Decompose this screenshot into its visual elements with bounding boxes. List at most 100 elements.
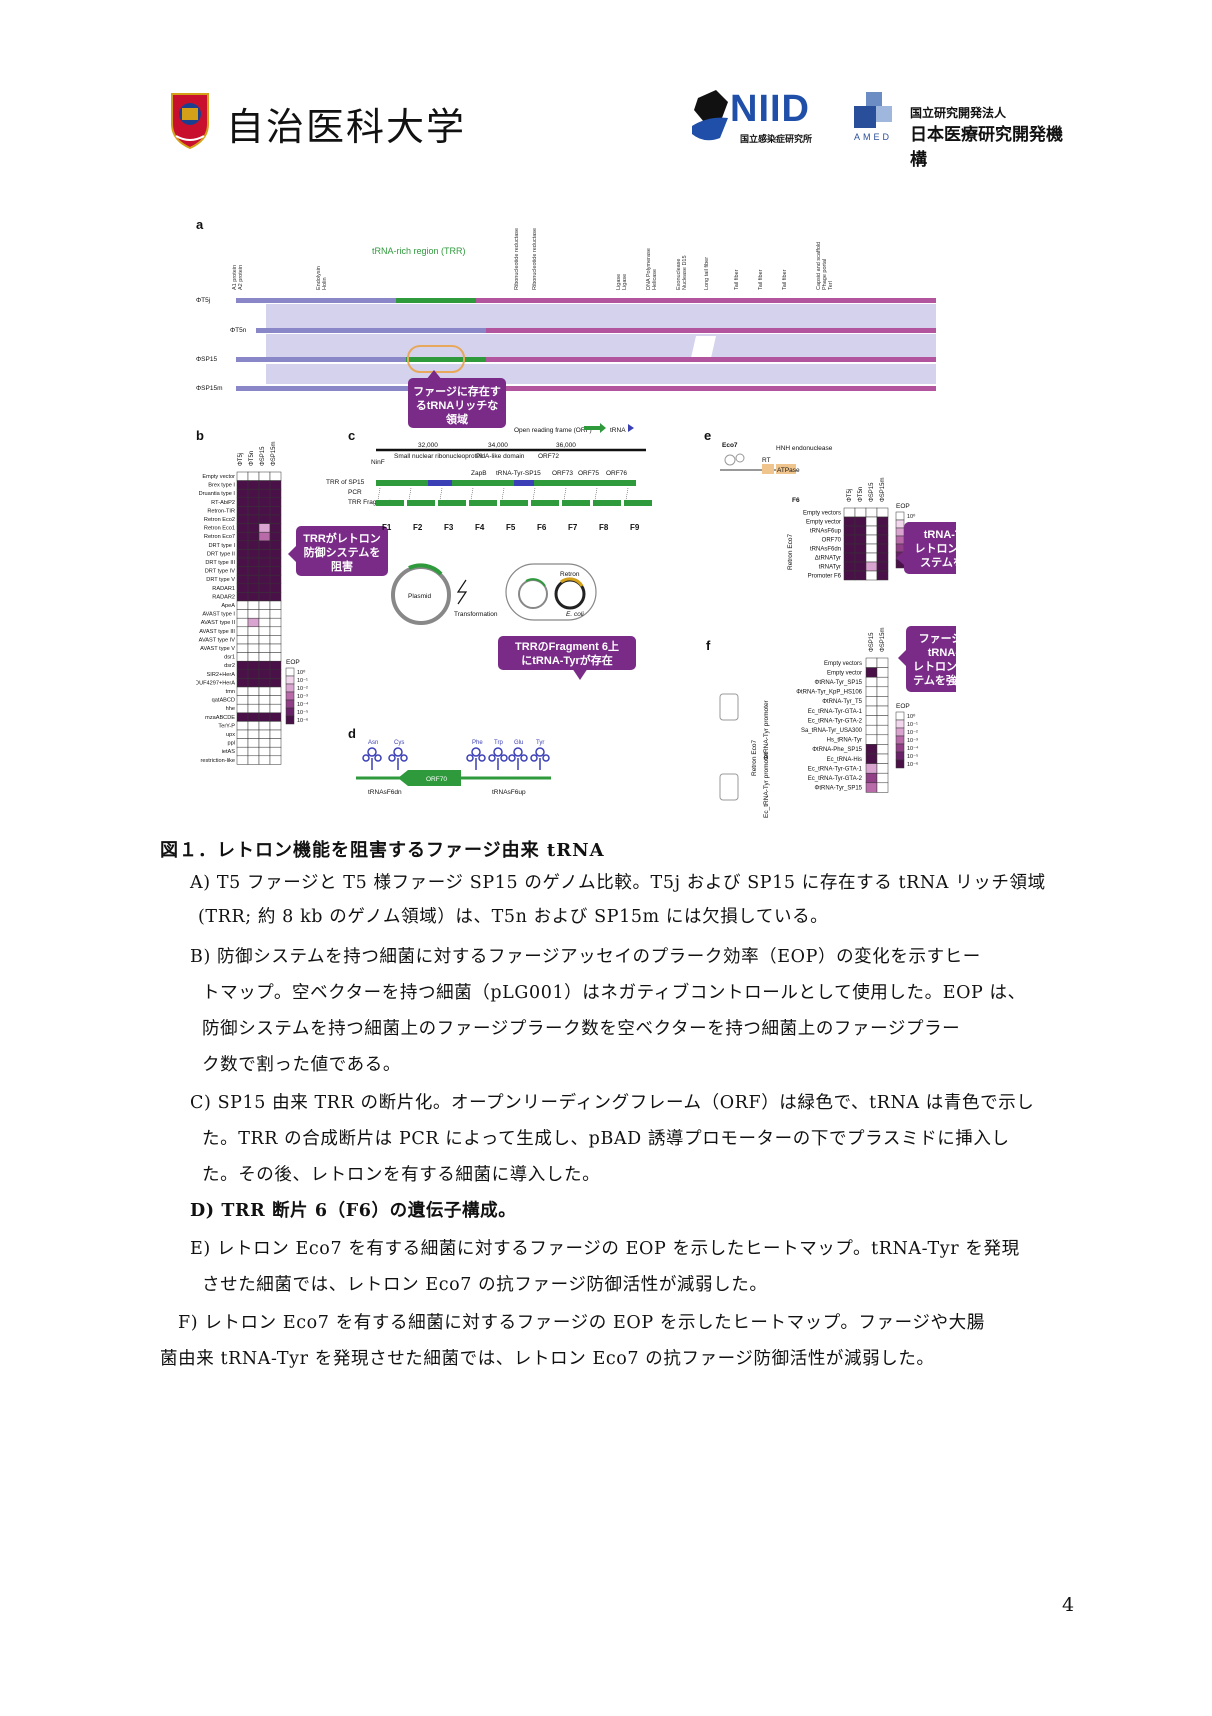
eop-tick: 10⁰: [297, 669, 306, 676]
plasmid-label: Plasmid: [408, 593, 432, 600]
heatmap-row-label: Druantia type I: [199, 491, 236, 497]
gene-label: Ribonucleotide reductase: [532, 228, 538, 290]
heatmap-row-label: Promoter F6: [808, 574, 842, 580]
col-label: ΦT5j: [847, 489, 853, 502]
heatmap-row-label: RADAR2: [212, 594, 235, 600]
promoter-construct-icon: [719, 773, 739, 801]
transformation-label: Transformation: [454, 611, 498, 618]
heatmap-cell: [236, 660, 249, 671]
heatmap-cell: [269, 626, 282, 636]
caption-e-line2: させた細菌では、レトロン Eco7 の抗ファージ防御活性が減弱した。: [202, 1275, 768, 1295]
e-title: F6: [792, 497, 800, 504]
col-label: ΦSP15: [869, 632, 875, 652]
heatmap-cell: [876, 507, 889, 518]
eop-tick: 10⁻¹: [297, 678, 308, 684]
homology-band: [266, 364, 936, 384]
heatmap-cell: [843, 507, 856, 518]
heatmap-cell: [258, 617, 271, 628]
heatmap-cell: [236, 678, 249, 688]
heatmap-cell: [843, 543, 856, 554]
heatmap-cell: [269, 660, 282, 671]
heatmap-cell: [236, 635, 249, 645]
heatmap-row-label: DRT type V: [206, 577, 235, 583]
caption-a-line2: (TRR; 約 8 kb のゲノム領域）は、T5n および SP15m には欠損…: [198, 907, 829, 927]
panel-e-letter: e: [704, 428, 711, 443]
heatmap-cell: [258, 746, 271, 757]
heatmap-row-label: Ec_tRNA-Tyr-GTA-2: [808, 776, 863, 782]
fragment-bar: [376, 500, 404, 506]
trna-cloverleaf-icon: [466, 747, 486, 770]
heatmap-cell: [247, 669, 260, 679]
heatmap-cell: [269, 531, 282, 542]
heatmap-row-label: tRNAsF6dn: [810, 547, 841, 553]
coord-tick: 34,000: [488, 442, 508, 449]
gene-label: DNA Polymerase: [646, 248, 652, 290]
eco7-label: Eco7: [722, 442, 738, 449]
gene-label: A1 protein: [232, 265, 238, 290]
trna-cloverleaf-icon: [362, 747, 382, 770]
heatmap-cell: [854, 534, 867, 545]
heatmap-cell: [269, 669, 282, 679]
eop-swatch: [285, 707, 295, 717]
eop-swatch: [895, 711, 905, 721]
col-label: ΦSP15m: [271, 442, 277, 466]
heatmap-cell: [865, 715, 878, 726]
caption-a-line1: A) T5 ファージと T5 様ファージ SP15 のゲノム比較。T5j および…: [190, 873, 1046, 893]
heatmap-row-label: tRNAsF6up: [810, 529, 842, 535]
heatmap-cell: [269, 712, 282, 722]
heatmap-cell: [258, 609, 271, 619]
heatmap-cell: [236, 540, 249, 550]
gene-label: A2 protein: [238, 265, 244, 290]
heatmap-cell: [258, 703, 271, 714]
heatmap-cell: [247, 600, 260, 610]
rt-domain: [762, 464, 774, 474]
trna-cluster: [514, 480, 534, 486]
heatmap-row-label: Ec_tRNA-Tyr-GTA-2: [808, 718, 863, 724]
fragment-bar: [531, 500, 559, 506]
heatmap-cell: [865, 667, 878, 678]
row-label: TRR of SP15: [326, 479, 365, 486]
heatmap-cell: [843, 570, 856, 581]
heatmap-cell: [258, 729, 271, 739]
heatmap-cell: [843, 525, 856, 536]
heatmap-cell: [236, 686, 249, 696]
eop-tick: 10⁻²: [907, 730, 918, 736]
col-label: ΦSP15m: [880, 628, 886, 652]
right-label: tRNAsF6up: [492, 789, 526, 796]
heatmap-cell: [876, 534, 889, 545]
niid-mark-icon: [692, 90, 728, 141]
heatmap-cell: [269, 523, 282, 533]
heatmap-cell: [236, 488, 249, 499]
heatmap-cell: [843, 561, 856, 572]
heatmap-cell: [236, 626, 249, 636]
university-name: 自治医科大学: [226, 105, 467, 149]
fragment-bar: [624, 500, 652, 506]
heatmap-cell: [247, 488, 260, 499]
heatmap-cell: [865, 772, 878, 784]
gene-label: Tail fiber: [734, 269, 740, 290]
heatmap-cell: [258, 669, 271, 679]
eop-swatch: [895, 519, 905, 529]
panel-b-callout: TRRがレトロン 防御システムを 阻害: [288, 526, 388, 576]
ecoli-cell-icon: [505, 563, 597, 621]
gene-label: Small nuclear ribonucleoprotein: [394, 453, 485, 460]
trna-label: Trp: [494, 740, 503, 746]
heatmap-cell: [269, 488, 282, 499]
eop-swatch: [285, 667, 295, 677]
trna-cloverleaf-icon: [488, 747, 508, 770]
heatmap-cell: [854, 552, 867, 563]
heatmap-row-label: ppl: [228, 741, 235, 747]
gene-label: Exonuclease: [676, 259, 682, 291]
caption-c-line2: た。TRR の合成断片は PCR によって生成し、pBAD 誘導プロモーターの下…: [202, 1129, 1010, 1149]
eop-tick: 10⁻⁵: [297, 709, 308, 716]
heatmap-row-label: Retron Eco7: [204, 534, 235, 540]
trna-label: Asn: [368, 740, 378, 746]
heatmap-cell: [269, 557, 282, 567]
caption-b-line2: トマップ。空ベクターを持つ細菌（pLG001）はネガティブコントロールとして使用…: [202, 983, 1026, 1003]
trna-cluster: [428, 480, 452, 486]
trna-cloverleaf-icon: [530, 747, 550, 770]
